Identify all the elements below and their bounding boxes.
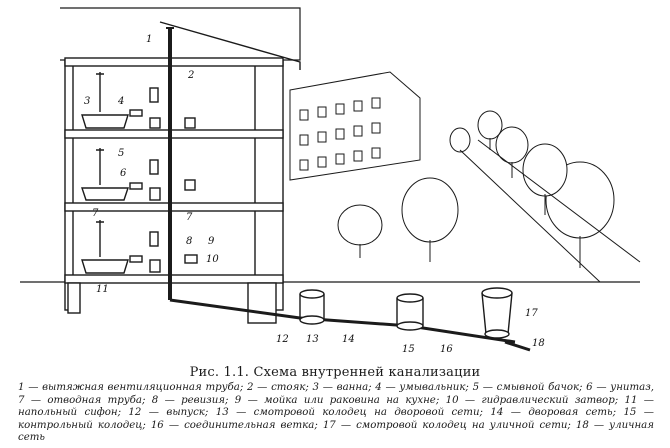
label-6: 6 [120, 168, 127, 179]
street-network-pipe [504, 340, 531, 352]
figure-legend: 1 — вытяжная вентиляционная труба; 2 — с… [18, 382, 654, 445]
floor-slab-1 [64, 57, 284, 67]
control-well-15 [396, 293, 424, 331]
label-10: 10 [206, 254, 219, 265]
foundation-right [247, 282, 277, 324]
label-1: 1 [146, 34, 152, 45]
label-12: 12 [276, 334, 289, 345]
sewer-scheme-diagram: 1 2 3 4 5 6 7 7 8 9 10 11 12 13 14 15 16… [20, 7, 641, 355]
floor-slab-2 [64, 129, 284, 139]
fixtures-floor-3 [129, 231, 198, 273]
bathtub-floor-3 [81, 220, 129, 274]
outlet-pipe [169, 298, 516, 344]
floor-slab-4 [64, 274, 284, 284]
floor-slab-3 [64, 202, 284, 212]
label-18: 18 [532, 338, 545, 349]
label-11: 11 [96, 284, 109, 295]
label-3: 3 [84, 96, 90, 107]
legend-text: 1 — вытяжная вентиляционная труба; 2 — с… [18, 382, 654, 444]
label-2: 2 [187, 70, 194, 81]
foundation-left [67, 282, 81, 314]
street-well-17 [481, 287, 513, 339]
roof-slope [159, 21, 301, 70]
label-14: 14 [342, 334, 355, 345]
label-5: 5 [118, 148, 124, 159]
fixtures-floor-1 [129, 87, 196, 129]
label-4: 4 [117, 96, 124, 107]
house-left-wall [64, 59, 74, 311]
bathtub-floor-1 [81, 72, 129, 129]
background-building [289, 71, 421, 181]
label-8: 8 [186, 236, 192, 247]
house-right-wall [254, 59, 284, 311]
inspection-well-13 [299, 289, 325, 325]
label-9: 9 [208, 236, 215, 247]
figure-caption: Рис. 1.1. Схема внутренней канализации [189, 365, 481, 380]
label-15: 15 [402, 344, 415, 355]
label-13: 13 [306, 334, 319, 345]
label-17: 17 [525, 308, 538, 319]
fixtures-floor-2 [129, 159, 196, 201]
trees [337, 110, 641, 283]
bathtub-floor-2 [81, 148, 129, 201]
label-7b: 7 [92, 208, 99, 219]
label-16: 16 [440, 344, 453, 355]
label-7a: 7 [186, 212, 193, 223]
